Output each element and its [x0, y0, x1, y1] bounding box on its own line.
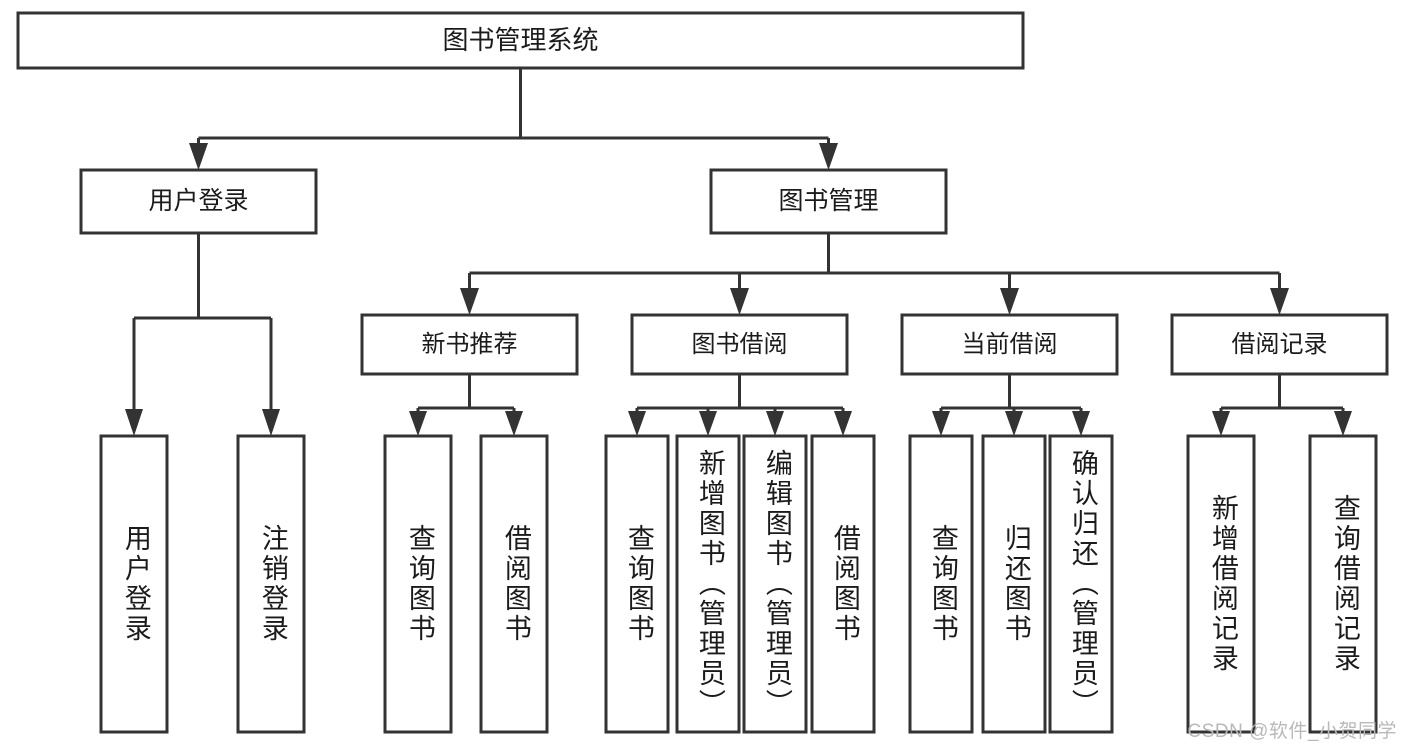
- node-book-borrow-box[interactable]: [630, 313, 849, 376]
- leaf-node-add-book-admin-label: 新增图书（管理员）: [695, 449, 726, 719]
- leaf-node-add-book-admin[interactable]: 新增图书（管理员）: [675, 434, 741, 734]
- node-book-borrow-label: 图书借阅: [692, 331, 788, 358]
- node-borrow-record-box[interactable]: [1170, 313, 1389, 376]
- leaf-node-query-book-borrow-box[interactable]: [604, 434, 670, 734]
- arrow-head-leaf-query-book-3: [932, 411, 950, 436]
- arrow-head-leaf-add-record: [1212, 411, 1230, 436]
- node-book-management[interactable]: 图书管理: [709, 168, 948, 235]
- leaf-node-return-book-box[interactable]: [981, 434, 1047, 734]
- node-book-management-box[interactable]: [709, 168, 948, 235]
- node-root[interactable]: 图书管理系统: [16, 11, 1025, 70]
- node-root-box[interactable]: [16, 11, 1025, 70]
- arrow-head-leaf-query-book-2: [628, 411, 646, 436]
- leaf-node-query-book-borrow[interactable]: 查询图书: [604, 434, 670, 734]
- connector-group-userlogin-to-leaves: [125, 233, 280, 436]
- node-new-book-recommend-label: 新书推荐: [422, 331, 518, 358]
- leaf-node-query-book-rec[interactable]: 查询图书: [383, 434, 453, 734]
- arrow-head-leaf-confirm-return: [1072, 411, 1090, 436]
- leaf-node-confirm-return-admin-box[interactable]: [1048, 434, 1114, 734]
- leaf-node-query-book-current-label: 查询图书: [928, 524, 959, 644]
- leaf-node-borrow-book-borrow-box[interactable]: [810, 434, 876, 734]
- leaf-node-user-login-box[interactable]: [99, 434, 169, 734]
- leaf-node-borrow-book-rec-box[interactable]: [479, 434, 549, 734]
- arrow-head-leaf-query-record: [1334, 411, 1352, 436]
- node-current-borrow-box[interactable]: [900, 313, 1119, 376]
- node-borrow-record-label: 借阅记录: [1232, 331, 1328, 358]
- connector-group-bookborrow-to-leaves: [628, 374, 852, 436]
- leaf-node-query-borrow-record-label: 查询借阅记录: [1330, 494, 1361, 674]
- arrow-head-leaf-add-book: [699, 411, 717, 436]
- leaf-node-add-borrow-record-box[interactable]: [1186, 434, 1256, 734]
- connector-group-root-to-level1: [189, 68, 838, 170]
- leaf-node-borrow-book-borrow[interactable]: 借阅图书: [810, 434, 876, 734]
- leaf-node-query-book-rec-label: 查询图书: [405, 524, 436, 644]
- leaf-node-user-login-label: 用户登录: [121, 524, 152, 644]
- leaf-node-query-book-current-box[interactable]: [908, 434, 974, 734]
- arrow-head-leaf-borrow-book-1: [505, 411, 523, 436]
- node-user-login-label: 用户登录: [148, 187, 248, 215]
- leaf-node-edit-book-admin-label: 编辑图书（管理员）: [762, 449, 793, 719]
- node-root-label: 图书管理系统: [442, 25, 598, 55]
- node-book-borrow[interactable]: 图书借阅: [630, 313, 849, 376]
- leaf-node-query-book-current[interactable]: 查询图书: [908, 434, 974, 734]
- arrow-head-leaf-query-book-1: [409, 411, 427, 436]
- node-current-borrow[interactable]: 当前借阅: [900, 313, 1119, 376]
- arrow-head-book-mgmt: [819, 143, 838, 170]
- connector-group-currentborrow-to-leaves: [932, 374, 1090, 436]
- arrow-head-current-borrow: [1000, 288, 1019, 315]
- leaf-node-add-borrow-record[interactable]: 新增借阅记录: [1186, 434, 1256, 734]
- node-new-book-recommend[interactable]: 新书推荐: [360, 313, 579, 376]
- leaf-node-logout-label: 注销登录: [258, 524, 289, 644]
- leaf-node-query-borrow-record-box[interactable]: [1308, 434, 1378, 734]
- arrow-head-leaf-edit-book: [766, 411, 784, 436]
- leaf-node-user-login[interactable]: 用户登录: [99, 434, 169, 734]
- arrow-head-book-borrow: [730, 288, 749, 315]
- arrow-head-user-login: [189, 143, 208, 170]
- connector-group-newbook-to-leaves: [409, 374, 523, 436]
- node-user-login-box[interactable]: [79, 168, 318, 235]
- connector-group-borrowrecord-to-leaves: [1212, 374, 1352, 436]
- leaf-node-borrow-book-rec[interactable]: 借阅图书: [479, 434, 549, 734]
- node-new-book-recommend-box[interactable]: [360, 313, 579, 376]
- arrow-head-leaf-return-book: [1005, 411, 1023, 436]
- leaf-node-borrow-book-rec-label: 借阅图书: [501, 524, 532, 644]
- leaf-node-return-book-label: 归还图书: [1001, 524, 1032, 644]
- leaf-node-add-book-admin-box[interactable]: [675, 434, 741, 734]
- leaf-node-borrow-book-borrow-label: 借阅图书: [830, 524, 861, 644]
- leaf-node-confirm-return-admin-label: 确认归还（管理员）: [1068, 449, 1099, 719]
- arrow-head-leaf-user-login: [125, 409, 143, 436]
- leaf-node-confirm-return-admin[interactable]: 确认归还（管理员）: [1048, 434, 1114, 734]
- leaf-node-query-borrow-record[interactable]: 查询借阅记录: [1308, 434, 1378, 734]
- arrow-head-borrow-record: [1270, 288, 1289, 315]
- leaf-node-return-book[interactable]: 归还图书: [981, 434, 1047, 734]
- node-user-login[interactable]: 用户登录: [79, 168, 318, 235]
- leaf-node-logout[interactable]: 注销登录: [236, 434, 306, 734]
- arrow-head-leaf-logout: [262, 409, 280, 436]
- node-book-management-label: 图书管理: [778, 187, 878, 215]
- leaf-node-logout-box[interactable]: [236, 434, 306, 734]
- node-current-borrow-label: 当前借阅: [962, 331, 1058, 358]
- arrow-head-new-book-rec: [460, 288, 479, 315]
- leaf-node-edit-book-admin-box[interactable]: [742, 434, 808, 734]
- leaf-node-query-book-rec-box[interactable]: [383, 434, 453, 734]
- node-borrow-record[interactable]: 借阅记录: [1170, 313, 1389, 376]
- leaf-node-add-borrow-record-label: 新增借阅记录: [1208, 494, 1239, 674]
- leaf-node-query-book-borrow-label: 查询图书: [624, 524, 655, 644]
- arrow-head-leaf-borrow-book-2: [834, 411, 852, 436]
- connector-group-bookmgmt-to-level2: [460, 233, 1289, 315]
- leaf-node-edit-book-admin[interactable]: 编辑图书（管理员）: [742, 434, 808, 734]
